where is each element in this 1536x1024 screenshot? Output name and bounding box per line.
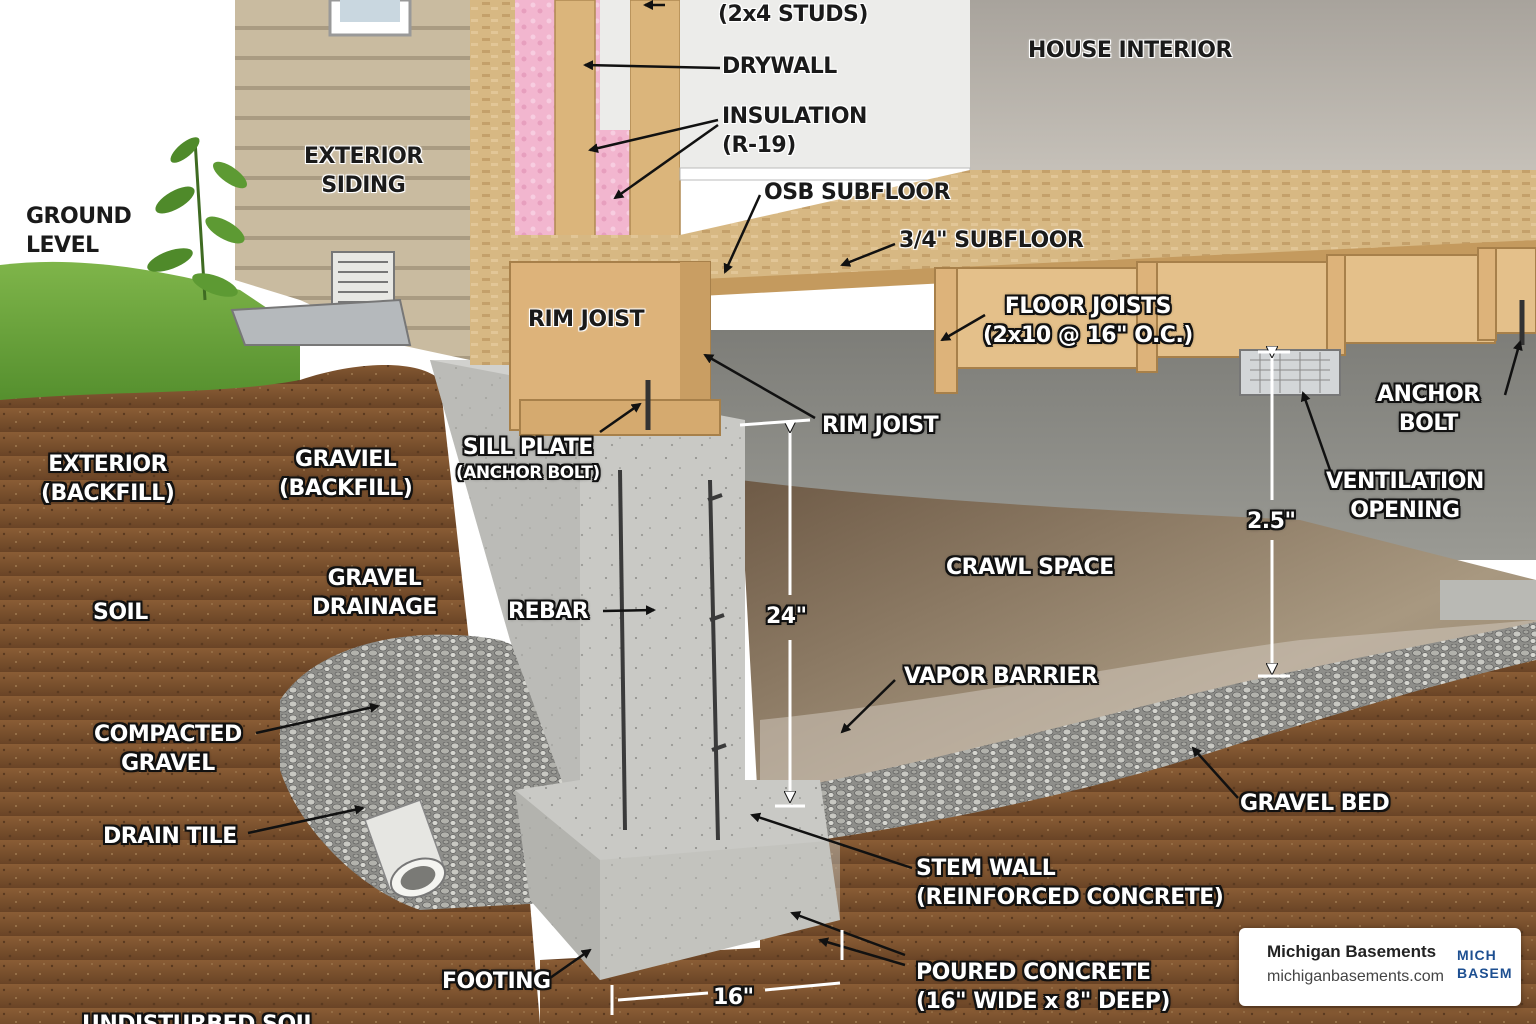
label-gravel-drainage-line2: DRAINAGE (312, 595, 437, 620)
leader-arrows (247, 0, 1523, 980)
label-stem-wall: STEM WALL (REINFORCED CONCRETE) (916, 854, 1224, 912)
label-ground-level-line1: GROUND (26, 204, 132, 229)
window-well (230, 298, 412, 346)
label-poured-concrete: POURED CONCRETE (16" WIDE x 8" DEEP) (916, 958, 1170, 1016)
label-ground-level-line2: LEVEL (26, 233, 99, 258)
label-anchor-bolt-line1: ANCHOR (1377, 382, 1480, 407)
exterior-siding-wall (235, 0, 470, 360)
label-graviel-backfill-line1: GRAVIEL (295, 447, 397, 472)
soil-interior (760, 630, 1536, 1024)
label-insulation: INSULATION (R-19) (722, 102, 867, 160)
wall-stud (554, 0, 596, 261)
ventilation-opening-screen (1239, 349, 1341, 396)
label-insulation-rating: (R-19) (722, 133, 796, 158)
grass (0, 261, 300, 420)
label-exterior-siding-line2: SIDING (321, 173, 406, 198)
dimension-lines (610, 352, 1290, 1015)
label-stem-wall-line2: (REINFORCED CONCRETE) (916, 885, 1224, 910)
label-rim-joist-lower: RIM JOIST (822, 413, 939, 438)
label-exterior-siding: EXTERIOR SIDING (304, 142, 423, 200)
label-ventilation-opening: VENTILATION OPENING (1326, 467, 1484, 525)
label-anchor-bolt-line2: BOLT (1398, 411, 1458, 436)
label-osb-subfloor: OSB SUBFLOOR (764, 180, 951, 205)
brand-name: Michigan Basements (1267, 942, 1437, 961)
label-sill-plate-title: SILL PLATE (462, 435, 594, 460)
brand-watermark: Michigan Basements michiganbasements.com… (1239, 928, 1521, 1006)
label-dim-24: 24" (766, 604, 807, 629)
label-compacted-gravel: COMPACTED GRAVEL (94, 720, 242, 778)
brand-logo-top: MICH (1457, 947, 1497, 963)
label-footing: FOOTING (442, 969, 551, 994)
label-exterior-siding-line1: EXTERIOR (304, 144, 423, 169)
label-graviel-backfill-line2: (BACKFILL) (279, 476, 413, 501)
label-house-interior: HOUSE INTERIOR (1028, 38, 1232, 63)
label-exterior-backfill: EXTERIOR (BACKFILL) (41, 450, 175, 508)
label-drain-tile: DRAIN TILE (103, 824, 237, 849)
far-footing (1440, 580, 1536, 620)
label-studs: (2x4 STUDS) (718, 2, 868, 27)
wall-sheathing (470, 0, 515, 365)
label-gravel-bed: GRAVEL BED (1240, 791, 1390, 816)
label-dim-2-5: 2.5" (1247, 509, 1296, 534)
plant (147, 137, 248, 301)
label-floor-joists-title: FLOOR JOISTS (1004, 294, 1172, 319)
label-dim-16: 16" (713, 985, 754, 1010)
label-drywall: DRYWALL (722, 54, 837, 79)
label-floor-joists: FLOOR JOISTS (2x10 @ 16" O.C.) (983, 292, 1193, 350)
label-vapor-barrier: VAPOR BARRIER (904, 664, 1098, 689)
gravel-drainage-pile (280, 634, 600, 910)
label-exterior-backfill-line1: EXTERIOR (48, 452, 168, 477)
gravel-bed (780, 622, 1536, 840)
brand-logo-bottom: BASEM (1457, 965, 1513, 981)
rebar-bars (618, 469, 727, 841)
label-ventilation-line2: OPENING (1350, 498, 1460, 523)
label-poured-concrete-line2: (16" WIDE x 8" DEEP) (916, 989, 1170, 1014)
label-anchor-bolt: ANCHOR BOLT (1377, 380, 1480, 438)
label-gravel-drainage: GRAVEL DRAINAGE (312, 564, 437, 622)
undisturbed-soil-area (540, 930, 1240, 1024)
label-floor-joists-spec: (2x10 @ 16" O.C.) (983, 323, 1193, 348)
label-subfloor-34: 3/4" SUBFLOOR (899, 228, 1084, 253)
label-sill-plate: SILL PLATE (ANCHOR BOLT) (456, 433, 600, 484)
label-rebar: REBAR (508, 599, 589, 624)
label-exterior-backfill-line2: (BACKFILL) (41, 481, 175, 506)
drain-tile-pipe (364, 799, 447, 899)
floor-joists (934, 247, 1536, 394)
label-poured-concrete-line1: POURED CONCRETE (916, 960, 1151, 985)
label-insulation-title: INSULATION (722, 104, 867, 129)
brand-logo: MICH BASEM (1457, 946, 1513, 982)
label-stem-wall-line1: STEM WALL (916, 856, 1056, 881)
brand-url: michiganbasements.com (1267, 968, 1444, 985)
label-rim-joist-top: RIM JOIST (528, 307, 645, 332)
label-compacted-gravel-line2: GRAVEL (121, 751, 215, 776)
label-soil: SOIL (93, 600, 148, 625)
osb-subfloor (510, 170, 1536, 290)
label-ventilation-line1: VENTILATION (1326, 469, 1484, 494)
label-gravel-drainage-line1: GRAVEL (327, 566, 422, 591)
label-graviel-backfill: GRAVIEL (BACKFILL) (279, 445, 413, 503)
label-compacted-gravel-line1: COMPACTED (94, 722, 242, 747)
label-undisturbed-soil: UNDISTURBED SOIL (82, 1010, 317, 1024)
label-crawl-space: CRAWL SPACE (946, 555, 1114, 580)
label-sill-plate-sub: (ANCHOR BOLT) (456, 463, 600, 483)
label-ground-level: GROUND LEVEL (26, 202, 132, 260)
